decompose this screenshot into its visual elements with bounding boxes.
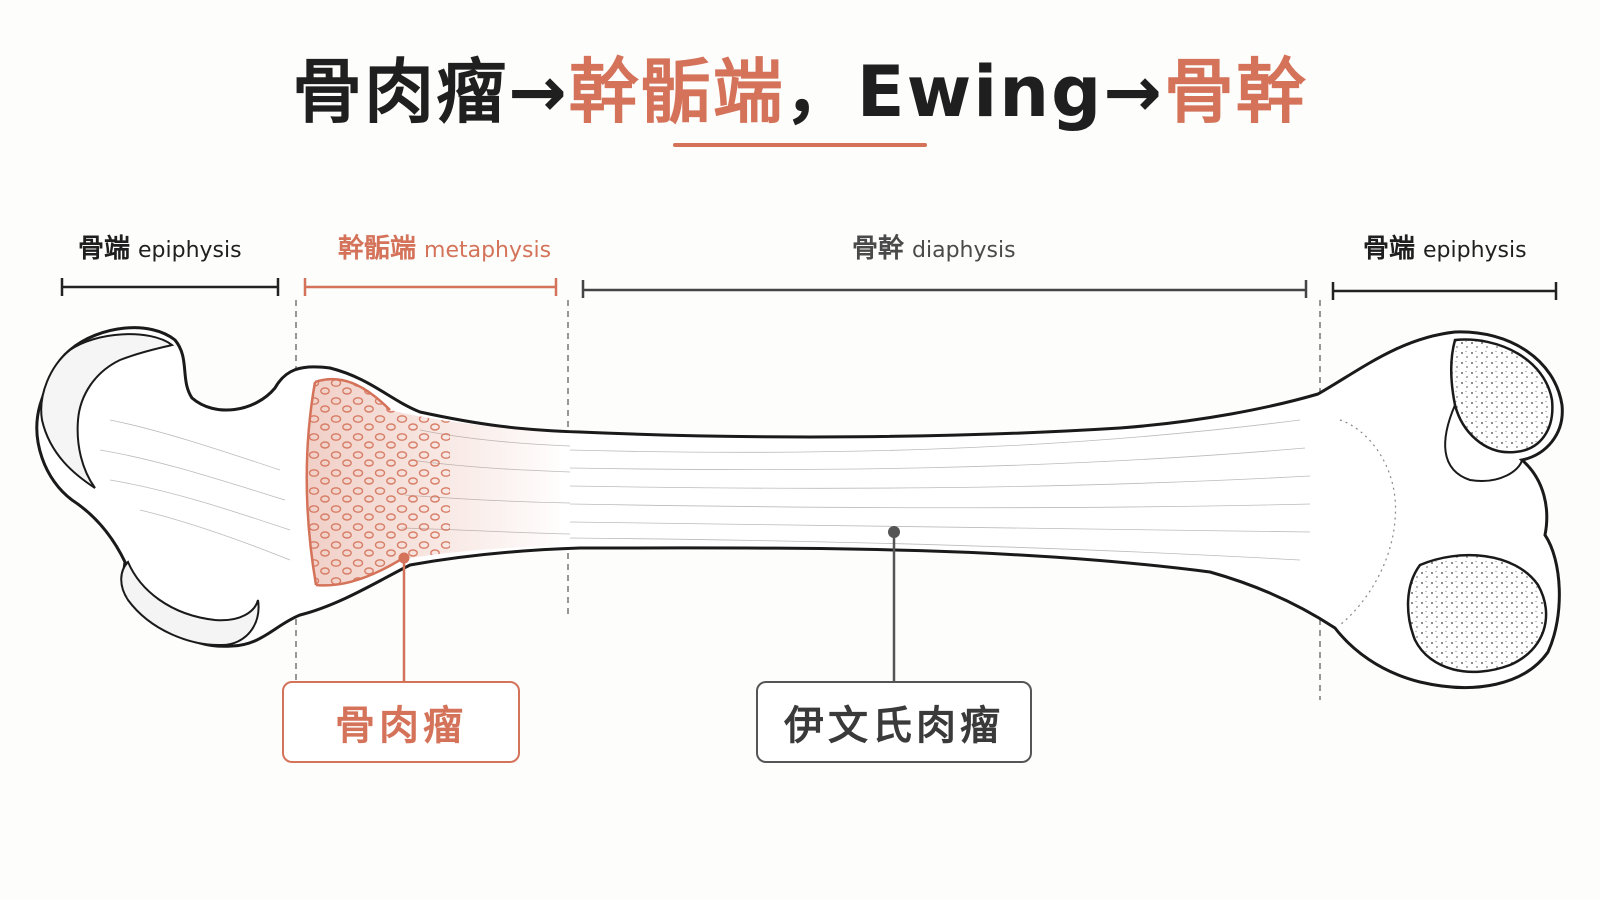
label-epiphysis-left-en: epiphysis (138, 238, 242, 263)
distal-condyles (1339, 338, 1554, 674)
ruler-epiphysis-left (60, 278, 280, 296)
label-epiphysis-left: 骨端 epiphysis (78, 228, 242, 265)
diagram-title: 骨肉瘤→幹骺端，Ewing→骨幹 (0, 36, 1600, 137)
label-epiphysis-left-zh: 骨端 (78, 234, 131, 264)
label-epiphysis-right: 骨端 epiphysis (1363, 228, 1527, 265)
lesser-trochanter (120, 560, 260, 647)
callout-ewing-sarcoma: 伊文氏肉瘤 (756, 681, 1032, 763)
label-epiphysis-right-en: epiphysis (1423, 238, 1527, 263)
label-epiphysis-right-zh: 骨端 (1363, 234, 1416, 264)
title-underline (673, 143, 927, 147)
ruler-epiphysis-right (1331, 282, 1558, 300)
label-metaphysis-en: metaphysis (424, 238, 552, 263)
label-metaphysis: 幹骺端 metaphysis (338, 228, 551, 265)
femur-outline (35, 326, 1564, 689)
ruler-metaphysis (303, 278, 558, 296)
title-part-metaphysis: 幹骺端 (568, 51, 785, 133)
ewing-pointer (888, 526, 900, 681)
callout-osteosarcoma: 骨肉瘤 (282, 681, 520, 763)
title-part-osteosarcoma: 骨肉瘤→ (292, 51, 569, 133)
title-part-ewing: ，Ewing→ (784, 51, 1164, 133)
label-diaphysis: 骨幹 diaphysis (852, 228, 1016, 265)
title-part-diaphysis: 骨幹 (1163, 51, 1308, 133)
label-metaphysis-zh: 幹骺端 (338, 234, 417, 264)
femoral-head (40, 333, 175, 489)
ruler-diaphysis (581, 280, 1308, 298)
osteosarcoma-pointer (398, 552, 410, 681)
label-diaphysis-en: diaphysis (912, 238, 1016, 263)
label-diaphysis-zh: 骨幹 (852, 234, 905, 264)
metaphysis-spongy-region (305, 377, 560, 587)
